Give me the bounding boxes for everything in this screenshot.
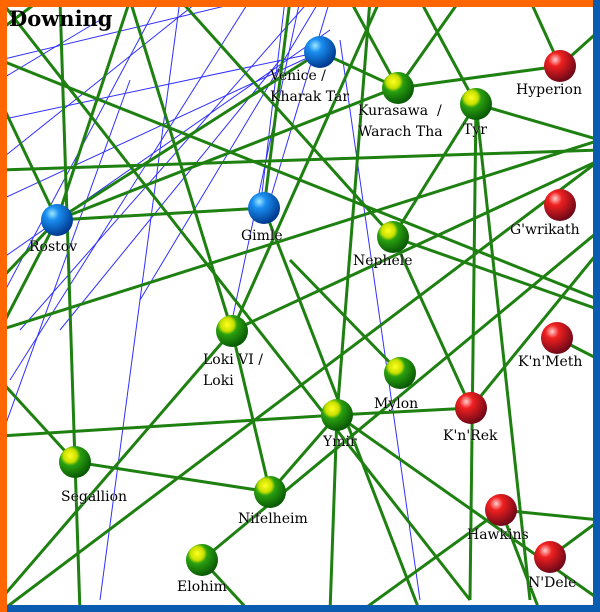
system-label-mylon: Mylon xyxy=(374,396,419,412)
route-line xyxy=(0,51,321,121)
hyperspace-link xyxy=(262,0,292,209)
hyperspace-link xyxy=(0,413,338,438)
hyperspace-link xyxy=(56,206,265,222)
hyperspace-link xyxy=(288,258,402,375)
hyperspace-link xyxy=(56,88,391,222)
system-label-gimle: Gimle xyxy=(241,228,283,244)
system-label-elohim: Elohim xyxy=(177,579,227,595)
hyperspace-link xyxy=(500,508,600,522)
hyperspace-link xyxy=(55,0,132,221)
hyperspace-link xyxy=(230,330,272,493)
system-node-elohim[interactable] xyxy=(186,544,218,576)
hyperspace-link xyxy=(0,378,77,464)
system-node-mylon[interactable] xyxy=(384,357,416,389)
system-label-venice-kharak-tar: Venice / Kharak Tar xyxy=(270,68,350,105)
hyperspace-link xyxy=(499,509,542,612)
system-label-ymir: Ymir xyxy=(323,434,357,450)
border-top xyxy=(0,0,600,7)
hyperspace-link xyxy=(0,99,59,221)
system-label-rostov: Rostov xyxy=(29,239,78,255)
system-node-n-dele[interactable] xyxy=(534,541,566,573)
system-label-hawkins: Hawkins xyxy=(467,527,529,543)
route-line xyxy=(269,0,331,201)
hyperspace-link xyxy=(418,0,478,105)
system-node-segallion[interactable] xyxy=(59,446,91,478)
hyperspace-link xyxy=(469,249,600,409)
route-line xyxy=(0,19,101,81)
system-label-loki-vi-loki: Loki VI / Loki xyxy=(203,352,263,389)
hyperspace-link xyxy=(0,330,234,601)
system-node-nephele[interactable] xyxy=(377,221,409,253)
system-node-rostov[interactable] xyxy=(41,204,73,236)
hyperspace-link xyxy=(475,102,600,142)
map-title: Downing xyxy=(9,6,113,31)
system-node-k-n-rek[interactable] xyxy=(455,392,487,424)
system-node-hyperion[interactable] xyxy=(544,50,576,82)
system-node-gimle[interactable] xyxy=(248,192,280,224)
system-label-nephele: Nephele xyxy=(353,253,413,269)
system-label-segallion: Segallion xyxy=(61,489,128,505)
system-node-ymir[interactable] xyxy=(321,399,353,431)
system-node-g-wrikath[interactable] xyxy=(544,189,576,221)
hyperspace-link xyxy=(335,0,372,416)
hyperspace-link xyxy=(468,103,478,601)
hyperspace-link xyxy=(392,235,600,312)
hyperspace-link xyxy=(391,236,473,409)
hyperspace-link xyxy=(0,148,600,172)
system-node-venice-kharak-tar[interactable] xyxy=(304,36,336,68)
route-line xyxy=(0,0,251,61)
hyperspace-link xyxy=(0,158,600,612)
route-line xyxy=(139,0,321,301)
system-node-tyr[interactable] xyxy=(460,88,492,120)
route-line xyxy=(59,59,281,331)
hyperspace-link xyxy=(348,0,400,89)
hyperspace-link xyxy=(0,138,600,332)
hyperspace-link xyxy=(128,0,234,332)
hyperspace-link xyxy=(0,219,59,331)
system-node-kurasawa-warach-tha[interactable] xyxy=(382,72,414,104)
system-node-hawkins[interactable] xyxy=(485,494,517,526)
system-node-loki-vi-loki[interactable] xyxy=(216,315,248,347)
system-label-tyr: Tyr xyxy=(463,122,487,138)
hyperspace-link xyxy=(73,461,82,612)
hyperspace-link xyxy=(396,0,462,89)
system-label-n-dele: N'Dele xyxy=(528,575,577,591)
system-node-k-n-meth[interactable] xyxy=(541,322,573,354)
border-right xyxy=(593,0,600,612)
hyperspace-link xyxy=(0,0,472,601)
hyperspace-link xyxy=(178,0,395,239)
hyperspace-link xyxy=(74,460,271,494)
system-label-kurasawa-warach-tha: Kurasawa / Warach Tha xyxy=(358,103,443,140)
system-node-nifelheim[interactable] xyxy=(254,476,286,508)
system-label-g-wrikath: G'wrikath xyxy=(510,222,580,238)
system-label-hyperion: Hyperion xyxy=(516,82,582,98)
route-line xyxy=(339,39,421,601)
hyperspace-link xyxy=(268,414,339,493)
hyperspace-link xyxy=(391,103,478,238)
hyperspace-link xyxy=(474,103,532,601)
system-label-nifelheim: Nifelheim xyxy=(238,511,308,527)
system-label-k-n-meth: K'n'Meth xyxy=(518,354,583,370)
system-label-k-n-rek: K'n'Rek xyxy=(443,428,498,444)
border-bottom xyxy=(7,605,600,612)
border-left xyxy=(0,0,7,612)
hyperspace-link xyxy=(397,64,561,90)
route-line xyxy=(0,0,201,161)
hyperspace-link xyxy=(359,508,502,612)
hyperspace-link xyxy=(336,406,472,417)
hyperspace-link xyxy=(230,0,382,332)
